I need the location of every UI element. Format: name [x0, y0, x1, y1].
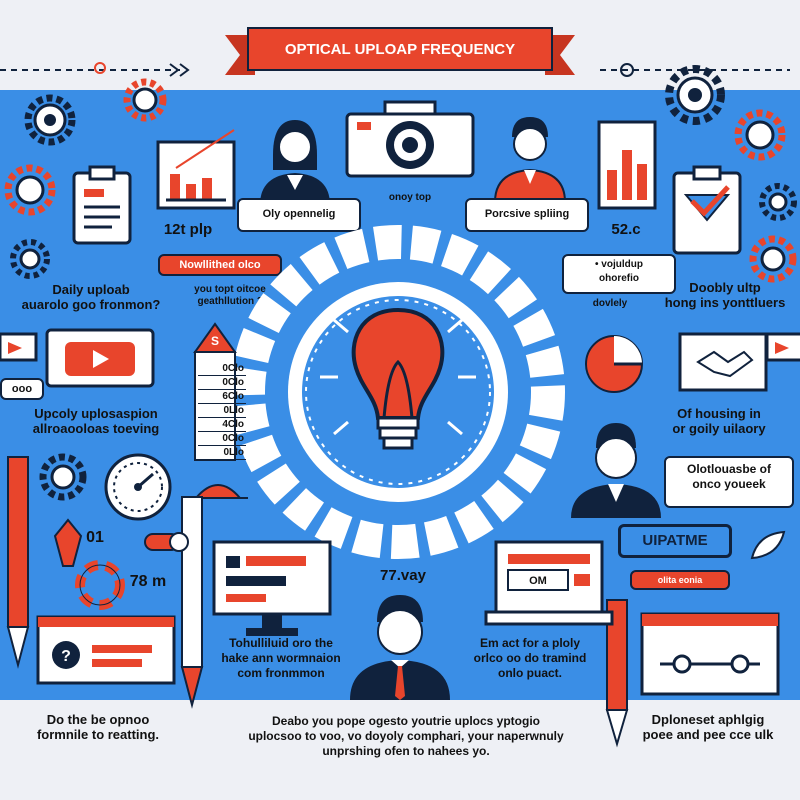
gear-icon	[123, 78, 167, 122]
pencil-icon	[605, 599, 629, 748]
video-card	[45, 328, 155, 388]
clock-pie-icon	[585, 335, 643, 393]
right-mid-caption: Of housing in or goily uilaory	[672, 406, 766, 436]
speech-bubble: Oly opennelig	[237, 198, 361, 232]
thermometer-badge: S	[210, 334, 219, 348]
center-left-caption: Tohulliluid oro the hake ann wormnaion c…	[221, 636, 341, 680]
bar-chart-card	[156, 129, 236, 210]
banner-title: OPTICAL UPLOAP FREQUENCY	[284, 41, 516, 58]
man-avatar-icon	[350, 595, 450, 700]
pencil-icon	[180, 496, 204, 709]
bottom-left-text: Do the be opnoo formnile to reatting.	[36, 712, 160, 742]
stat-label: 78 m	[129, 573, 167, 590]
woman-avatar-icon	[260, 120, 330, 205]
svg-text:?: ?	[61, 648, 71, 665]
laptop-icon	[484, 540, 614, 626]
dial-gauge-icon	[104, 453, 172, 521]
play-card	[765, 332, 800, 362]
center-stat: 77.vay	[380, 567, 426, 584]
left-daily-text: Daily uploab auarolo goo fronmon?	[21, 282, 161, 312]
bar-chart-card	[597, 120, 657, 210]
stat-label: 01	[86, 529, 104, 546]
speech-bubble: Porcsive spliing	[465, 198, 589, 232]
stat-label: 52.c	[611, 221, 641, 238]
checklist-icon	[672, 165, 742, 255]
right-small-label: dovlely	[592, 298, 628, 309]
pencil-icon	[6, 456, 30, 669]
play-card	[0, 332, 38, 362]
gear-icon	[24, 94, 76, 146]
left-mid-caption: Upcoly uplosaspion allroaooloas toeving	[32, 406, 160, 436]
handshake-card	[678, 332, 768, 392]
small-label: ooo	[0, 378, 44, 400]
thermometer-value: 0Clo	[198, 376, 246, 390]
monitor-icon	[212, 540, 332, 636]
gear-icon	[749, 235, 797, 283]
stat-label: 12t plp	[163, 221, 213, 238]
red-tag: olita eonia	[630, 570, 730, 590]
thermometer-value: 0Clo	[198, 432, 246, 446]
red-tag: Nowllithed olco	[158, 254, 282, 276]
thermometer-value: 4Clo	[198, 418, 246, 432]
uptime-sign: UIPATME	[618, 524, 732, 558]
man-avatar-icon	[571, 423, 661, 518]
question-card: ?	[36, 615, 176, 685]
speech-bubble: Olotlouasbe of onco youeek	[664, 456, 794, 508]
thermometer-gauge	[193, 322, 237, 461]
stat-label: onoy top	[388, 192, 432, 203]
switch-card	[640, 612, 780, 696]
right-daily-text: Doobly ultp hong ins yonttluers	[664, 280, 786, 310]
leaf-icon	[750, 530, 786, 560]
thermometer-value: 6Clo	[198, 390, 246, 404]
clipboard-icon	[72, 165, 132, 245]
bottom-band	[0, 700, 800, 800]
bottom-center-text: Deabo you pope ogesto youtrie uplocs ypt…	[248, 714, 564, 758]
toggle-icon	[144, 532, 189, 552]
thermometer-value: 0Llo	[198, 404, 246, 418]
gear-icon	[734, 109, 786, 161]
gear-icon	[759, 183, 797, 221]
man-avatar-icon	[493, 117, 567, 203]
speech-bubble: • vojuldup ohorefio	[562, 254, 676, 294]
camera-icon	[345, 100, 475, 178]
lightbulb-hub	[231, 225, 565, 559]
thermometer-value: 0Clo	[198, 362, 246, 376]
gear-icon	[10, 239, 50, 279]
gear-icon	[39, 453, 87, 501]
bottom-right-text: Dploneset aphlgig poee and pee cce ulk	[642, 712, 774, 742]
laptop-value: OM	[529, 575, 547, 587]
lifebuoy-icon	[75, 560, 125, 610]
gear-icon	[665, 65, 725, 125]
ribbon-banner	[0, 27, 790, 77]
gear-icon	[4, 164, 56, 216]
thermometer-value: 0Llo	[198, 446, 246, 460]
crystal-icon	[53, 518, 83, 567]
center-right-caption: Em act for a ploly orlco oo do tramind o…	[473, 636, 587, 680]
